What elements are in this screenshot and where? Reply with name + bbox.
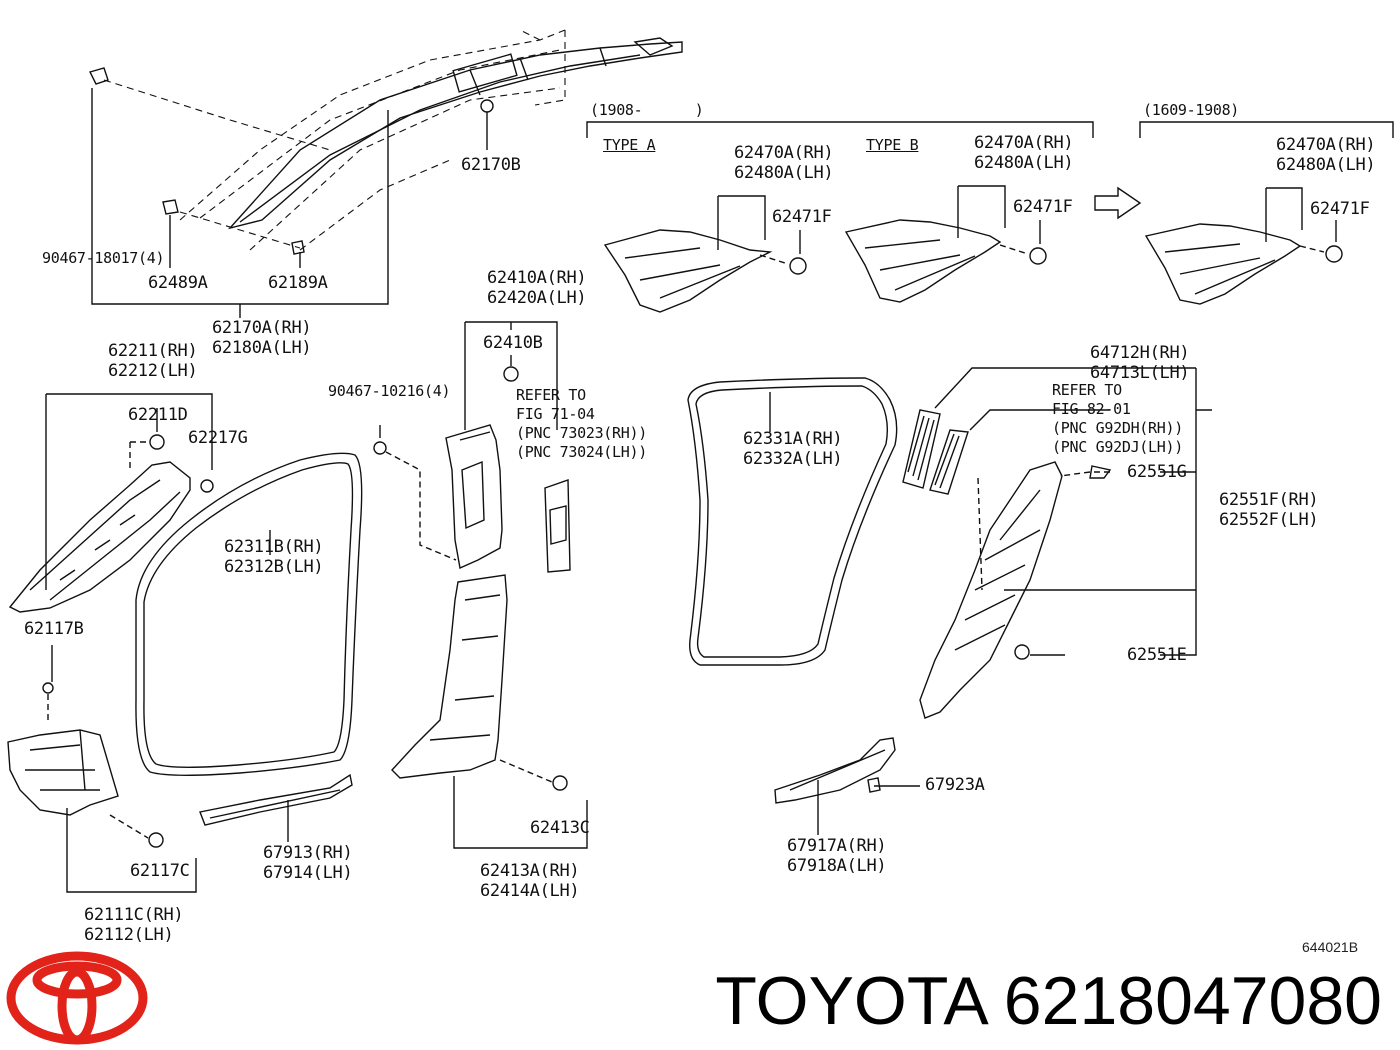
label-62180A-lh: 62180A(LH) bbox=[212, 338, 312, 358]
label-62112-lh: 62112(LH) bbox=[84, 925, 174, 945]
label-62117B: 62117B bbox=[24, 619, 84, 639]
label-62332A-lh: 62332A(LH) bbox=[743, 449, 843, 469]
quarter-trim-type-b bbox=[844, 219, 1002, 303]
label-62211D: 62211D bbox=[128, 405, 188, 425]
label-62410A-rh: 62410A(RH) bbox=[487, 268, 587, 288]
label-62471F-a: 62471F bbox=[772, 207, 832, 227]
front-pillar-garnish bbox=[8, 461, 191, 613]
label-pnc-g92dh: (PNC G92DH(RH)) bbox=[1052, 419, 1183, 437]
label-62117C: 62117C bbox=[130, 861, 190, 881]
label-90467-18017: 90467-18017(4) bbox=[42, 249, 165, 267]
center-pillar-upper-garnish bbox=[445, 424, 503, 570]
label-62480A-lh-c: 62480A(LH) bbox=[1276, 155, 1376, 175]
diagram-code: 644021B bbox=[1302, 939, 1359, 955]
label-62489A: 62489A bbox=[148, 273, 208, 293]
label-62480A-lh-b: 62480A(LH) bbox=[974, 153, 1074, 173]
front-scuff-plate bbox=[199, 773, 353, 826]
label-64712H-rh: 64712H(RH) bbox=[1090, 343, 1190, 363]
brand-part-number: TOYOTA 6218047080 bbox=[715, 963, 1382, 1039]
label-62471F-c: 62471F bbox=[1310, 199, 1370, 219]
label-62480A-lh-a: 62480A(LH) bbox=[734, 163, 834, 183]
label-fig-82-01: FIG 82-01 bbox=[1052, 400, 1131, 418]
label-62170A-rh: 62170A(RH) bbox=[212, 318, 312, 338]
seat-belt-adjuster bbox=[544, 479, 571, 573]
label-67923A: 67923A bbox=[925, 775, 985, 795]
label-67914-lh: 67914(LH) bbox=[263, 863, 353, 883]
center-pillar-lower-garnish bbox=[391, 574, 508, 779]
label-62552F-lh: 62552F(LH) bbox=[1219, 510, 1319, 530]
quarter-vent bbox=[902, 409, 969, 495]
front-door-weatherstrip bbox=[135, 452, 363, 776]
label-62410B: 62410B bbox=[483, 333, 543, 353]
label-67918A-lh: 67918A(LH) bbox=[787, 856, 887, 876]
label-62312B-lh: 62312B(LH) bbox=[224, 557, 324, 577]
bolt-62170B bbox=[480, 99, 494, 130]
label-62414A-lh: 62414A(LH) bbox=[480, 881, 580, 901]
rear-scuff-plate bbox=[774, 737, 896, 804]
roof-side-inner-garnish bbox=[919, 461, 1063, 719]
label-pnc-g92dj: (PNC G92DJ(LH)) bbox=[1052, 438, 1183, 456]
label-62413C: 62413C bbox=[530, 818, 590, 838]
rear-door-weatherstrip bbox=[687, 377, 898, 666]
label-62212-lh: 62212(LH) bbox=[108, 361, 198, 381]
label-62189A: 62189A bbox=[268, 273, 328, 293]
label-62170B: 62170B bbox=[461, 155, 521, 175]
label-62331A-rh: 62331A(RH) bbox=[743, 429, 843, 449]
clip-90467-18017 bbox=[88, 67, 305, 255]
label-62470A-rh-b: 62470A(RH) bbox=[974, 133, 1074, 153]
label-64713L-lh: 64713L(LH) bbox=[1090, 363, 1190, 383]
label-62551G: 62551G bbox=[1127, 462, 1187, 482]
label-62470A-rh-a: 62470A(RH) bbox=[734, 143, 834, 163]
label-62413A-rh: 62413A(RH) bbox=[480, 861, 580, 881]
roof-side-rail bbox=[227, 37, 683, 230]
arrow-icon bbox=[1094, 186, 1142, 220]
label-67913-rh: 67913(RH) bbox=[263, 843, 353, 863]
label-62551E: 62551E bbox=[1127, 645, 1187, 665]
label-62211-rh: 62211(RH) bbox=[108, 341, 198, 361]
label-62420A-lh: 62420A(LH) bbox=[487, 288, 587, 308]
label-range-1609-1908: (1609-1908) bbox=[1143, 101, 1240, 119]
label-pnc-73023: (PNC 73023(RH)) bbox=[516, 424, 647, 442]
label-62311B-rh: 62311B(RH) bbox=[224, 537, 324, 557]
label-type-a: TYPE A bbox=[603, 136, 656, 154]
label-type-b: TYPE B bbox=[866, 136, 919, 154]
label-67917A-rh: 67917A(RH) bbox=[787, 836, 887, 856]
cowl-side-trim bbox=[7, 729, 119, 816]
quarter-trim-type-a bbox=[603, 229, 773, 313]
label-62217G: 62217G bbox=[188, 428, 248, 448]
label-90467-10216: 90467-10216(4) bbox=[328, 382, 451, 400]
label-62551F-rh: 62551F(RH) bbox=[1219, 490, 1319, 510]
quarter-trim-old bbox=[1144, 223, 1302, 305]
label-fig-71-04: FIG 71-04 bbox=[516, 405, 595, 423]
toyota-logo-icon bbox=[6, 951, 148, 1045]
label-62471F-b: 62471F bbox=[1013, 197, 1073, 217]
label-pnc-73024: (PNC 73024(LH)) bbox=[516, 443, 647, 461]
label-62111C-rh: 62111C(RH) bbox=[84, 905, 184, 925]
label-refer-to-2: REFER TO bbox=[1052, 381, 1122, 399]
label-62470A-rh-c: 62470A(RH) bbox=[1276, 135, 1376, 155]
label-refer-to-1: REFER TO bbox=[516, 386, 586, 404]
label-range-1908: (1908- ) bbox=[590, 101, 704, 119]
